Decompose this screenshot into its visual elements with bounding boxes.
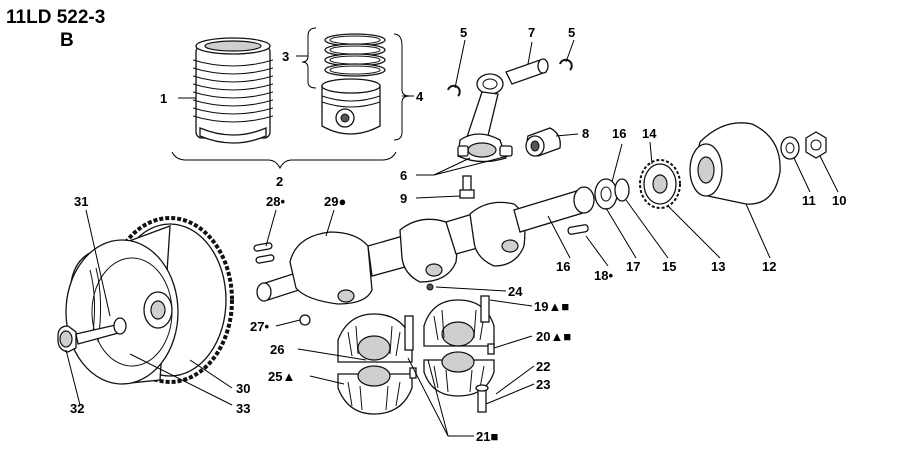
flywheel-bolt-drawing [57, 317, 127, 353]
callout-30: 30 [236, 381, 250, 396]
callout-31: 31 [74, 194, 88, 209]
callout-8: 8 [582, 126, 589, 141]
callout-32: 32 [70, 401, 84, 416]
callout-6: 6 [400, 168, 407, 183]
callout-27: 27• [250, 319, 269, 334]
connecting-rod-drawing [457, 73, 513, 163]
callout-19: 19▲■ [534, 299, 569, 314]
callout-16-bottom: 16 [556, 259, 570, 274]
callout-18: 18• [594, 268, 613, 283]
callout-1: 1 [160, 91, 167, 106]
callout-7: 7 [528, 25, 535, 40]
washer-drawing [780, 136, 800, 160]
callout-20: 20▲■ [536, 329, 571, 344]
main-bearing-support-upper-left [337, 313, 414, 363]
key-drawing [253, 242, 275, 264]
callout-26: 26 [270, 342, 284, 357]
callout-24: 24 [508, 284, 523, 299]
callout-23: 23 [536, 377, 550, 392]
flywheel-drawing [65, 216, 234, 385]
callout-28: 28• [266, 194, 285, 209]
crankshaft-drawing [256, 189, 587, 305]
callout-29: 29● [324, 194, 346, 209]
small-end-bushing-drawing [525, 127, 561, 157]
callout-9: 9 [400, 191, 407, 206]
callout-2: 2 [276, 174, 283, 189]
callout-12: 12 [762, 259, 776, 274]
callout-5-left: 5 [460, 25, 467, 40]
callout-14: 14 [642, 126, 657, 141]
callout-15: 15 [662, 259, 676, 274]
woodruff-key-drawing [567, 224, 589, 235]
callout-3: 3 [282, 49, 289, 64]
callout-17: 17 [626, 259, 640, 274]
piston-pin-drawing [505, 58, 549, 85]
main-bearing-support-upper-right [423, 295, 495, 347]
callout-16-top: 16 [612, 126, 626, 141]
callout-labels: 1 2 3 4 5 5 6 7 8 9 10 11 12 13 14 15 16… [70, 25, 846, 444]
piston-rings-drawing [324, 33, 386, 77]
callout-22: 22 [536, 359, 550, 374]
callout-10: 10 [832, 193, 846, 208]
rod-bolt-drawing [459, 175, 475, 199]
leader-lines [65, 39, 839, 437]
callout-21: 21■ [476, 429, 498, 444]
callout-4: 4 [416, 89, 424, 104]
callout-13: 13 [711, 259, 725, 274]
callout-5-right: 5 [568, 25, 575, 40]
callout-33: 33 [236, 401, 250, 416]
callout-25: 25▲ [268, 369, 295, 384]
nut-drawing [805, 131, 827, 159]
circlips-drawing [447, 58, 573, 97]
support-bolt-drawing [475, 384, 489, 413]
timing-gear-group-drawing [573, 159, 681, 214]
model-title: 11LD 522-3 [6, 7, 106, 28]
callout-11: 11 [802, 193, 816, 208]
variant-title: B [60, 30, 74, 51]
main-bearing-support-lower-left [337, 365, 413, 415]
piston-drawing [321, 78, 381, 135]
pulley-drawing [689, 122, 781, 205]
cylinder-drawing [192, 37, 274, 144]
